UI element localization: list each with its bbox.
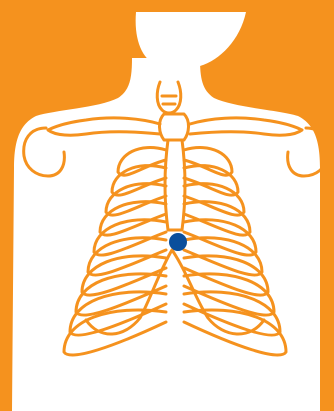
pressure-point-marker-icon (169, 233, 187, 251)
